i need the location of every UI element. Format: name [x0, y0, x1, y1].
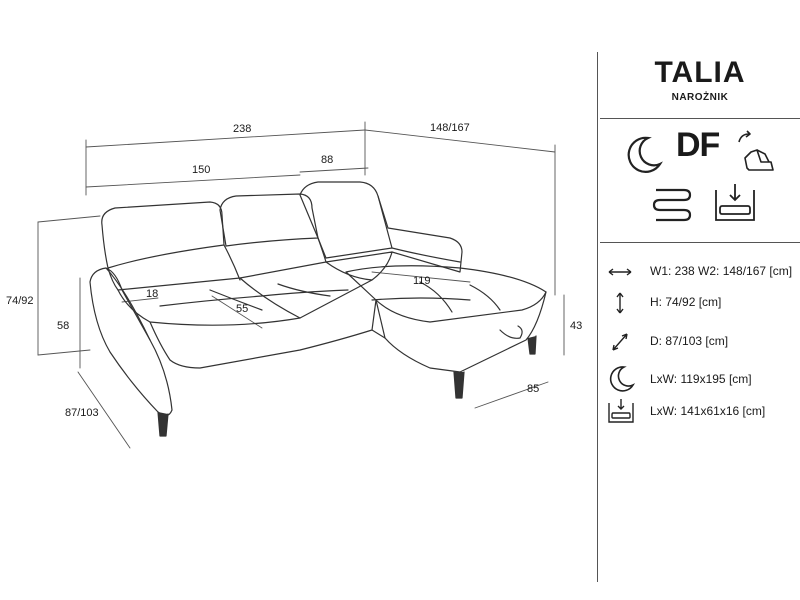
dimension-lines: [37, 121, 565, 449]
spec-row-depth: D: 87/103 [cm]: [600, 330, 800, 354]
leg: [157, 411, 169, 437]
spring-icon: [652, 188, 692, 222]
dim-chaise-depth: 85: [527, 383, 539, 395]
product-name: TALIA: [654, 56, 746, 89]
dim-seat-height: 58: [57, 320, 69, 332]
arrows-diagonal-icon: [612, 333, 628, 351]
dim-depth: 87/103: [65, 407, 99, 419]
moon-icon: [627, 136, 663, 173]
dim-chaise-length: 119: [413, 275, 431, 287]
spec-row-storage: LxW: 141x61x16 [cm]: [600, 399, 800, 424]
seat-cushions: [117, 251, 393, 326]
backrest-middle: [219, 193, 319, 247]
backrest-left: [101, 201, 225, 269]
leg: [527, 335, 537, 355]
storage-box-icon: [715, 184, 755, 221]
spec-row-width: W1: 238 W2: 148/167 [cm]: [600, 260, 800, 284]
spec-text: W1: 238 W2: 148/167 [cm]: [650, 264, 793, 278]
dim-seat-depth: 55: [236, 303, 248, 315]
panel-divider: [597, 52, 598, 582]
dim-total-width: 238: [233, 123, 251, 135]
leg: [453, 371, 465, 399]
spec-text: D: 87/103 [cm]: [650, 334, 729, 348]
dim-chaise-width: 148/167: [430, 122, 470, 134]
divider-line: [600, 242, 800, 243]
dim-height: 74/92: [6, 295, 34, 307]
arrows-vertical-icon: [616, 292, 624, 314]
dim-armrest: 18: [146, 288, 158, 300]
dim-seat-width: 150: [192, 164, 210, 176]
arrows-horizontal-icon: [608, 268, 632, 276]
spec-row-sleeping-area: LxW: 119x195 [cm]: [600, 366, 800, 392]
storage-box-icon: [608, 399, 634, 423]
dim-chaise-height: 43: [570, 320, 582, 332]
moon-icon: [609, 366, 636, 392]
chaise-cushion: [345, 265, 547, 323]
spec-text: LxW: 141x61x16 [cm]: [650, 404, 766, 418]
product-type: NAROŻNIK: [671, 92, 729, 103]
dim-middle-width: 88: [321, 154, 333, 166]
recliner-icon: [738, 130, 774, 171]
df-label: DF: [676, 126, 720, 164]
spec-text: H: 74/92 [cm]: [650, 295, 722, 309]
divider-line: [600, 118, 800, 119]
spec-text: LxW: 119x195 [cm]: [650, 372, 752, 386]
spec-row-height: H: 74/92 [cm]: [600, 291, 800, 315]
chaise-back: [377, 195, 463, 273]
sofa-base: [149, 299, 377, 369]
